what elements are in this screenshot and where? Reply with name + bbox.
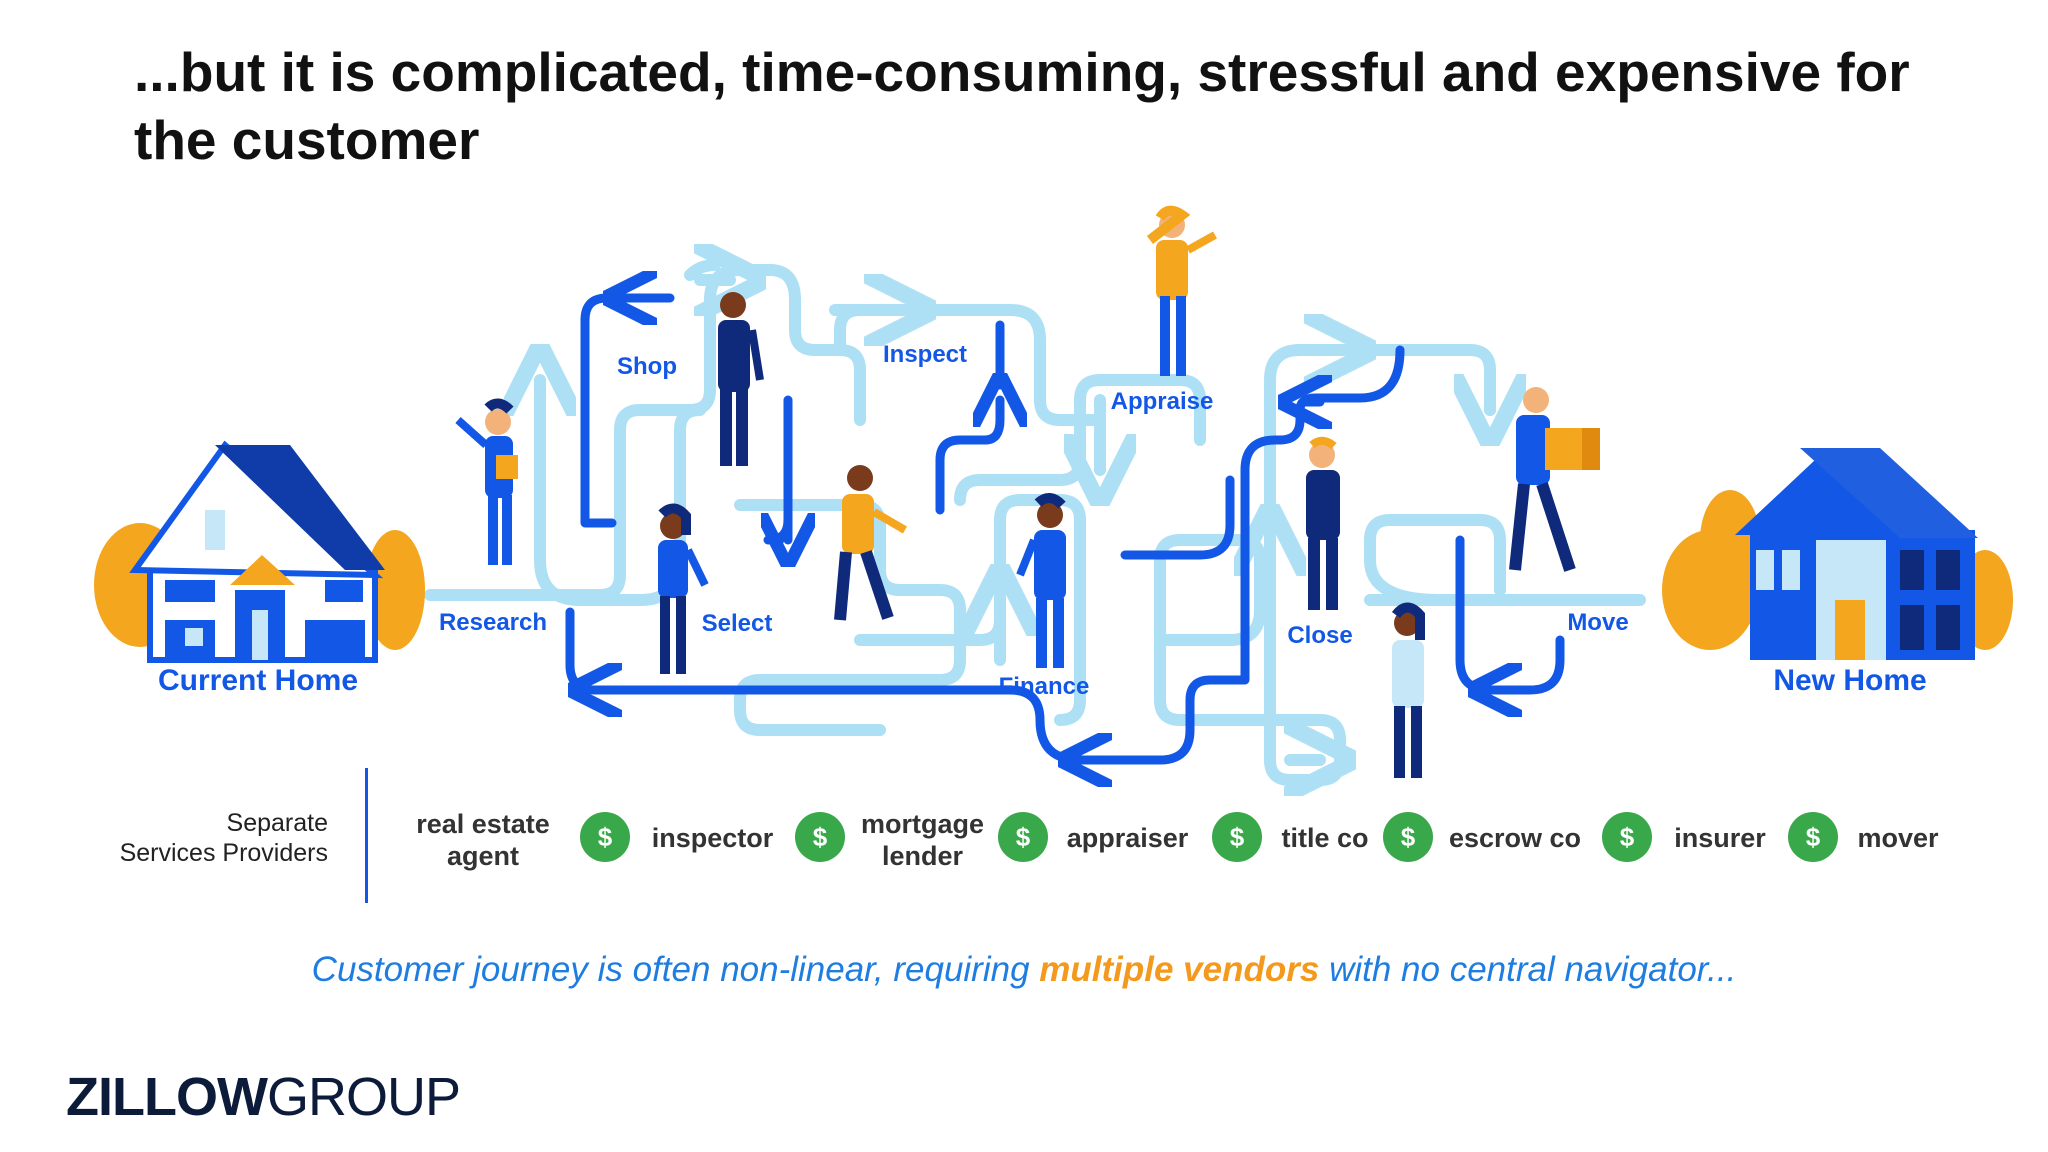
person-inspector: [834, 465, 908, 621]
tagline: Customer journey is often non-linear, re…: [311, 950, 1737, 989]
dollar-icon: $: [1788, 812, 1838, 862]
step-label-close: Close: [1287, 622, 1352, 649]
dark-path-network: [565, 298, 1565, 760]
person-mover: [1509, 387, 1600, 572]
vendor-mover: mover: [1857, 823, 1939, 853]
step-label-appraise: Appraise: [1111, 388, 1214, 415]
step-label-shop: Shop: [617, 353, 677, 380]
person-shop-agent: [718, 292, 764, 466]
vendor-escrow-co: escrow co: [1448, 823, 1582, 853]
dollar-icon: $: [1383, 812, 1433, 862]
step-label-select: Select: [702, 610, 773, 637]
dollar-icon: $: [1212, 812, 1262, 862]
new-home-label: New Home: [1773, 664, 1926, 697]
dollar-icon: $: [795, 812, 845, 862]
step-label-move: Move: [1567, 609, 1628, 636]
providers-divider: [365, 768, 368, 903]
vendor-title-co: title co: [1281, 823, 1369, 853]
person-research-agent: [455, 398, 518, 565]
vendor-real-estate-agent: real estate agent: [416, 809, 550, 871]
new-home-illustration: [1662, 448, 2013, 660]
tagline-highlight: multiple vendors: [1039, 950, 1320, 989]
current-home-label: Current Home: [158, 664, 358, 697]
person-escrow: [1391, 602, 1425, 778]
light-path-network: [424, 265, 1646, 780]
dollar-icon: $: [998, 812, 1048, 862]
step-label-inspect: Inspect: [883, 341, 967, 368]
dollar-icon: $: [1602, 812, 1652, 862]
vendor-inspector: inspector: [651, 823, 774, 853]
vendor-appraiser: appraiser: [1066, 823, 1189, 853]
step-label-finance: Finance: [999, 673, 1090, 700]
person-appraiser: [1146, 205, 1217, 376]
zillow-group-logo: ZILLOWGROUP: [66, 1067, 461, 1127]
person-finance-lender: [1016, 493, 1066, 668]
dollar-icon: $: [580, 812, 630, 862]
vendor-mortgage-lender: mortgage lender: [860, 809, 985, 871]
person-close-officer: [1306, 436, 1340, 610]
person-select-buyer: [658, 503, 709, 674]
step-label-research: Research: [439, 609, 547, 636]
slide-title: ...but it is complicated, time-consuming…: [134, 41, 1910, 171]
vendor-insurer: insurer: [1674, 823, 1766, 853]
current-home-illustration: [94, 440, 425, 663]
providers-label: Separate Services Providers: [119, 809, 328, 867]
